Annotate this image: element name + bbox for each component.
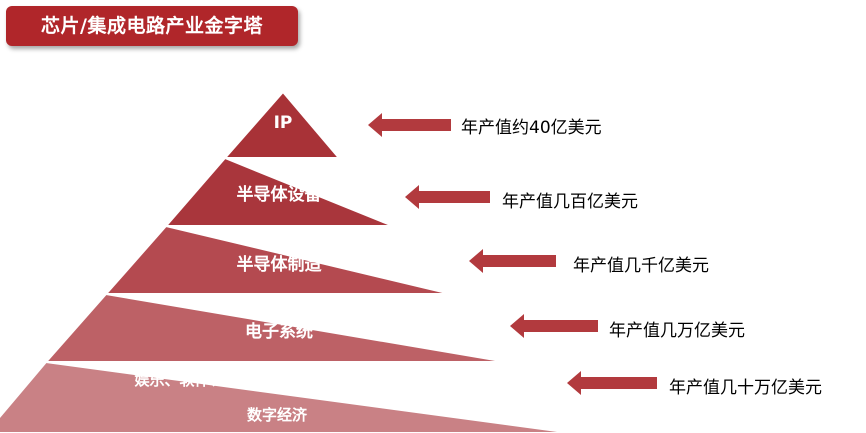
pyramid-tier-digital-economy <box>0 360 573 433</box>
tier-label-electronic-systems: 电子系统 <box>245 322 313 342</box>
value-label-semiconductor-manufacturing: 年产值几千亿美元 <box>573 256 709 276</box>
tier-label-digital-economy-line1: 娱乐、软件、网络、电商、传媒、大数据等 <box>134 371 420 389</box>
arrow-icon <box>368 113 451 137</box>
value-label-digital-economy: 年产值几十万亿美元 <box>669 378 822 398</box>
value-label-semiconductor-equipment: 年产值几百亿美元 <box>502 192 638 212</box>
page-title: 芯片/集成电路产业金字塔 <box>6 6 298 46</box>
arrow-icon <box>567 371 657 395</box>
pyramid-tier-semiconductor-manufacturing <box>103 224 452 295</box>
pyramid-tier-electronic-systems <box>43 292 508 363</box>
tier-label-semiconductor-equipment: 半导体设备 <box>236 185 322 205</box>
pyramid-tier-ip <box>222 90 342 159</box>
arrow-icon <box>405 185 490 209</box>
arrow-icon <box>510 314 598 338</box>
arrow-icon <box>469 249 556 273</box>
tier-label-digital-economy-line2: 数字经济 <box>246 406 307 424</box>
value-label-electronic-systems: 年产值几万亿美元 <box>609 321 745 341</box>
tier-label-ip: IP <box>273 113 293 133</box>
tier-label-semiconductor-manufacturing: 半导体制造 <box>236 255 322 275</box>
pyramid-tier-semiconductor-equipment <box>163 156 394 227</box>
value-label-ip: 年产值约40亿美元 <box>461 118 602 138</box>
